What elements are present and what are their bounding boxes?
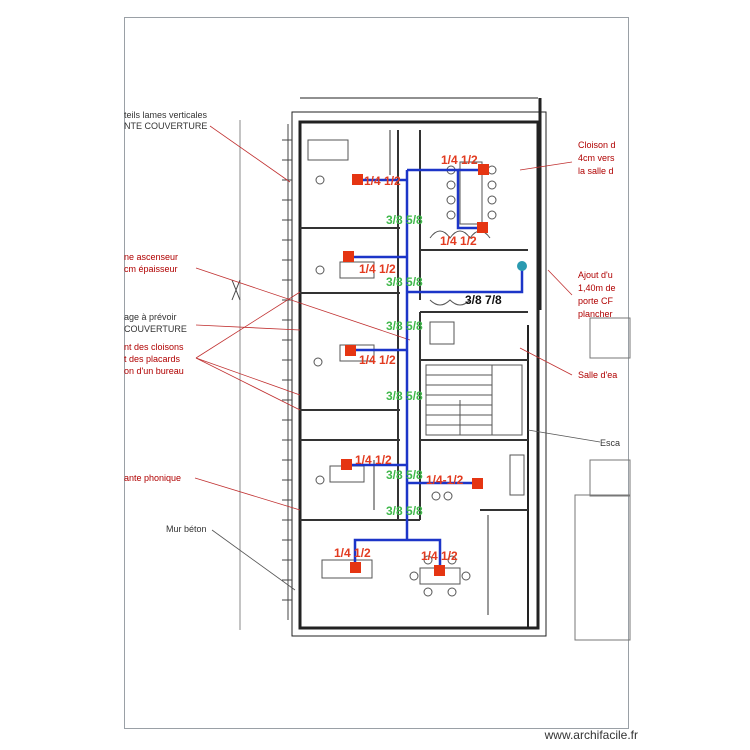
pipe-label-green: 3/8 5/8 xyxy=(386,275,423,289)
indoor-unit xyxy=(350,562,361,573)
building-walls xyxy=(291,97,547,637)
note-text: on d'un bureau xyxy=(124,366,184,376)
drawing-sheet xyxy=(124,17,629,729)
pipe-label-red: 1/4 1/2 xyxy=(334,546,371,560)
indoor-unit xyxy=(478,164,489,175)
pipe-label-red: 1/4 1/2 xyxy=(440,234,477,248)
pipe-network xyxy=(345,168,524,570)
pipe-label-green: 3/8 5/8 xyxy=(386,319,423,333)
pipe-label-green: 3/8 5/8 xyxy=(386,213,423,227)
pipe-label-red: 1/4 1/2 xyxy=(421,549,458,563)
footer-watermark: www.archifacile.fr xyxy=(544,728,638,742)
note-text: 4cm vers xyxy=(578,153,615,163)
red-labels: 1/4 1/2 1/4 1/2 1/4 1/2 1/4 1/2 1/4 1/2 … xyxy=(334,153,478,563)
indoor-units xyxy=(341,164,489,576)
note-text: ne ascenseur xyxy=(124,252,178,262)
note-text: cm épaisseur xyxy=(124,264,178,274)
note-text: Esca xyxy=(600,438,620,448)
pipe-label-red: 1/4 1/2 xyxy=(359,262,396,276)
note-text: Cloison d xyxy=(578,140,616,150)
exterior-elements xyxy=(574,317,631,641)
pipe-label-red: 1/4-1/2 xyxy=(426,473,464,487)
pipe-label-green: 3/8 5/8 xyxy=(386,389,423,403)
note-text: 1,40m de xyxy=(578,283,616,293)
pipe-label-red: 1/4 1/2 xyxy=(364,174,401,188)
branch-bottom xyxy=(353,538,442,570)
indoor-unit xyxy=(472,478,483,489)
note-text: la salle d xyxy=(578,166,614,176)
pipe-label-green: 3/8 5/8 xyxy=(386,504,423,518)
furniture xyxy=(307,139,525,597)
pipe-label-red: 1/4 1/2 xyxy=(359,353,396,367)
pipe-label-main: 3/8 7/8 xyxy=(465,293,502,307)
facade-ticks xyxy=(231,120,292,630)
note-text: Mur béton xyxy=(166,524,207,534)
indoor-unit xyxy=(434,565,445,576)
interior-walls xyxy=(300,130,528,615)
indoor-unit xyxy=(343,251,354,262)
branch-outdoor xyxy=(407,266,524,294)
indoor-unit xyxy=(341,459,352,470)
note-text: Salle d'ea xyxy=(578,370,617,380)
left-annotations: teils lames verticales NTE COUVERTURE ne… xyxy=(124,110,208,534)
note-text: t des placards xyxy=(124,354,181,364)
note-text: NTE COUVERTURE xyxy=(124,121,207,131)
indoor-unit xyxy=(345,345,356,356)
note-text: porte CF xyxy=(578,296,614,306)
right-annotations: Cloison d 4cm vers la salle d Ajout d'u … xyxy=(578,140,620,448)
branch-meeting xyxy=(407,168,482,230)
pipe-label-red: 1/4 1/2 xyxy=(441,153,478,167)
staircase xyxy=(425,364,523,436)
green-labels: 3/8 5/8 3/8 5/8 3/8 5/8 3/8 5/8 3/8 5/8 … xyxy=(386,213,423,518)
pipe-label-red: 1/4 1/2 xyxy=(355,453,392,467)
note-text: age à prévoir xyxy=(124,312,177,322)
indoor-unit xyxy=(477,222,488,233)
outdoor-unit xyxy=(517,261,527,271)
note-text: ante phonique xyxy=(124,473,181,483)
note-text: plancher xyxy=(578,309,613,319)
indoor-unit xyxy=(352,174,363,185)
pipe-label-green: 3/8 5/8 xyxy=(386,468,423,482)
note-text: nt des cloisons xyxy=(124,342,184,352)
note-text: teils lames verticales xyxy=(124,110,208,120)
note-text: Ajout d'u xyxy=(578,270,613,280)
note-text: COUVERTURE xyxy=(124,324,187,334)
annotation-leaders xyxy=(194,125,601,591)
